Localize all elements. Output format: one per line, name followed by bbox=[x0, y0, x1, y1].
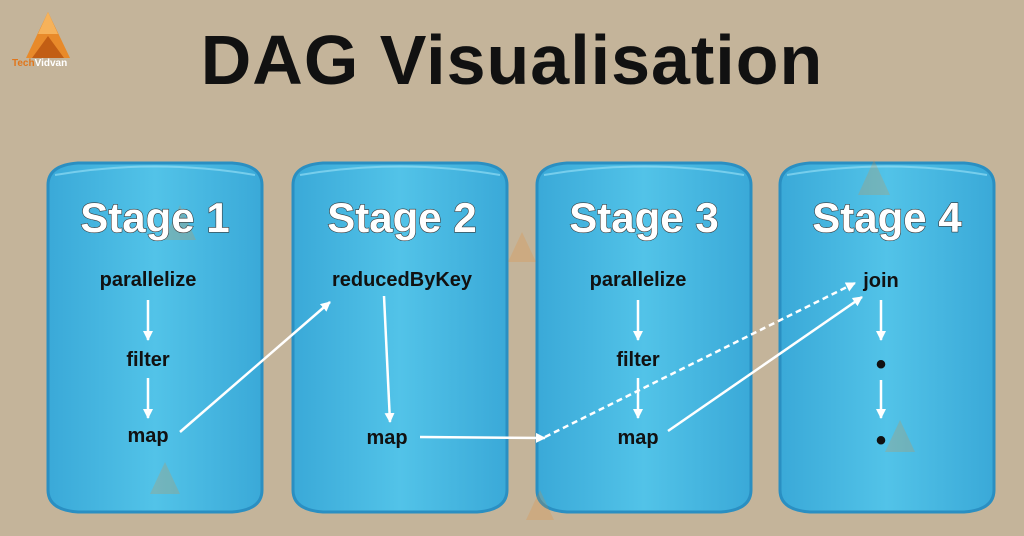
stage-4-title: Stage 4 bbox=[812, 194, 962, 241]
stage-3-op-filter: filter bbox=[616, 349, 660, 371]
stage-1-op-filter: filter bbox=[126, 349, 170, 371]
stage-3-title: Stage 3 bbox=[569, 194, 718, 241]
stage-4-op-join: join bbox=[862, 270, 899, 292]
logo-word-vidvan: Vidvan bbox=[34, 58, 68, 69]
stage-3-op-map: map bbox=[617, 427, 658, 449]
stage-4-op-dot-1: • bbox=[876, 348, 887, 381]
stage-1-op-parallelize: parallelize bbox=[100, 269, 197, 291]
stage-3-op-parallelize: parallelize bbox=[590, 269, 687, 291]
stage-3-cylinder bbox=[535, 161, 753, 514]
stage-4-cylinder bbox=[778, 161, 996, 514]
stage-2-op-map: map bbox=[366, 427, 407, 449]
stage-1-cylinder bbox=[46, 161, 264, 514]
arrow-s1-map-to-s2-reducedbykey bbox=[179, 301, 331, 433]
page-title: DAG Visualisation bbox=[200, 21, 824, 99]
stage-1-title: Stage 1 bbox=[80, 194, 229, 241]
arrow-s2-map-to-s4-join-dashed bbox=[544, 281, 856, 439]
arrow-s3-map-to-s4-join bbox=[667, 295, 863, 433]
watermark-logos bbox=[150, 160, 915, 520]
stage-1-op-map: map bbox=[127, 425, 168, 447]
logo-word-tech: Tech bbox=[12, 58, 35, 69]
stage-2-op-reducedbykey: reducedByKey bbox=[332, 269, 473, 291]
techvidvan-logo bbox=[26, 12, 70, 58]
arrow-s2-map-to-s3 bbox=[419, 432, 546, 443]
stage-4-op-dot-2: • bbox=[876, 424, 887, 457]
logo-wordmark: TechVidvan bbox=[12, 58, 67, 69]
stage-2-cylinder bbox=[291, 161, 509, 514]
stage-2-title: Stage 2 bbox=[327, 194, 476, 241]
arrow-s2-reducedbykey-map bbox=[382, 295, 395, 423]
